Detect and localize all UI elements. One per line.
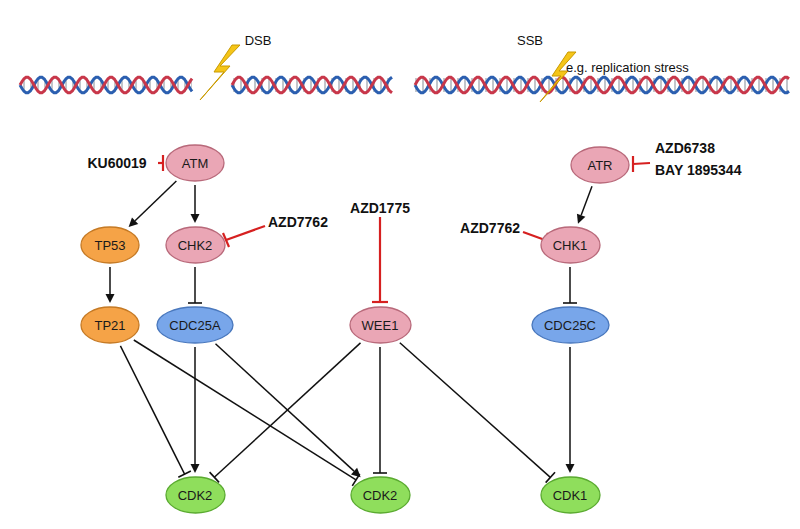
pathway-connector xyxy=(373,347,387,473)
pathway-node: CDK1 xyxy=(540,476,601,514)
node-label: CHK2 xyxy=(178,238,213,253)
node-label: ATR xyxy=(587,158,612,173)
drug-label: BAY 1895344 xyxy=(655,162,741,178)
damage-label: e.g. replication stress xyxy=(566,60,689,75)
pathway-connector xyxy=(106,267,115,303)
pathway-node: CHK2 xyxy=(165,226,226,264)
node-label: TP21 xyxy=(94,318,125,333)
node-label: CDK2 xyxy=(363,488,398,503)
node-label: CDC25A xyxy=(169,318,220,333)
inhibitor-leaders xyxy=(158,155,650,302)
pathway-connector xyxy=(215,344,360,477)
pathway-connector xyxy=(563,267,577,303)
pathway-node: ATM xyxy=(165,144,225,182)
pathway-connector xyxy=(188,267,202,303)
damage-label: SSB xyxy=(517,33,543,48)
pathway-node: CDC25C xyxy=(531,306,610,344)
drug-label: AZD1775 xyxy=(350,200,410,216)
node-label: CDC25C xyxy=(544,318,596,333)
pathway-node: TP53 xyxy=(80,226,140,264)
node-label: TP53 xyxy=(94,238,125,253)
node-label: CDK2 xyxy=(178,488,213,503)
pathway-node: ATR xyxy=(570,146,630,184)
drug-label: KU60019 xyxy=(87,155,146,171)
pathway-connector xyxy=(134,340,360,486)
node-label: WEE1 xyxy=(362,318,399,333)
dna-helix xyxy=(20,77,790,93)
pathway-node: CHK1 xyxy=(540,226,601,264)
node-label: ATM xyxy=(182,156,208,171)
node-label: CHK1 xyxy=(553,238,588,253)
pathway-node: CDK2 xyxy=(350,476,411,514)
pathway-node: CDC25A xyxy=(156,306,234,344)
drug-label: AZD7762 xyxy=(268,214,328,230)
pathway-connector xyxy=(577,186,592,223)
drug-label: AZD6738 xyxy=(655,140,715,156)
pathway-connector xyxy=(191,185,200,223)
damage-label: DSB xyxy=(245,33,272,48)
drug-label: AZD7762 xyxy=(460,220,520,236)
pathway-node: TP21 xyxy=(80,306,140,344)
pathway-connector xyxy=(566,347,575,473)
pathway-connector xyxy=(400,343,555,483)
lightning-bolt xyxy=(200,45,240,100)
pathway-connector xyxy=(191,347,200,473)
pathway-connector xyxy=(210,343,361,482)
node-label: CDK1 xyxy=(553,488,588,503)
pathway-connector xyxy=(129,181,177,227)
pathway-connector xyxy=(120,346,190,478)
pathway-node: WEE1 xyxy=(349,306,412,344)
pathway-node: CDK2 xyxy=(165,476,226,514)
